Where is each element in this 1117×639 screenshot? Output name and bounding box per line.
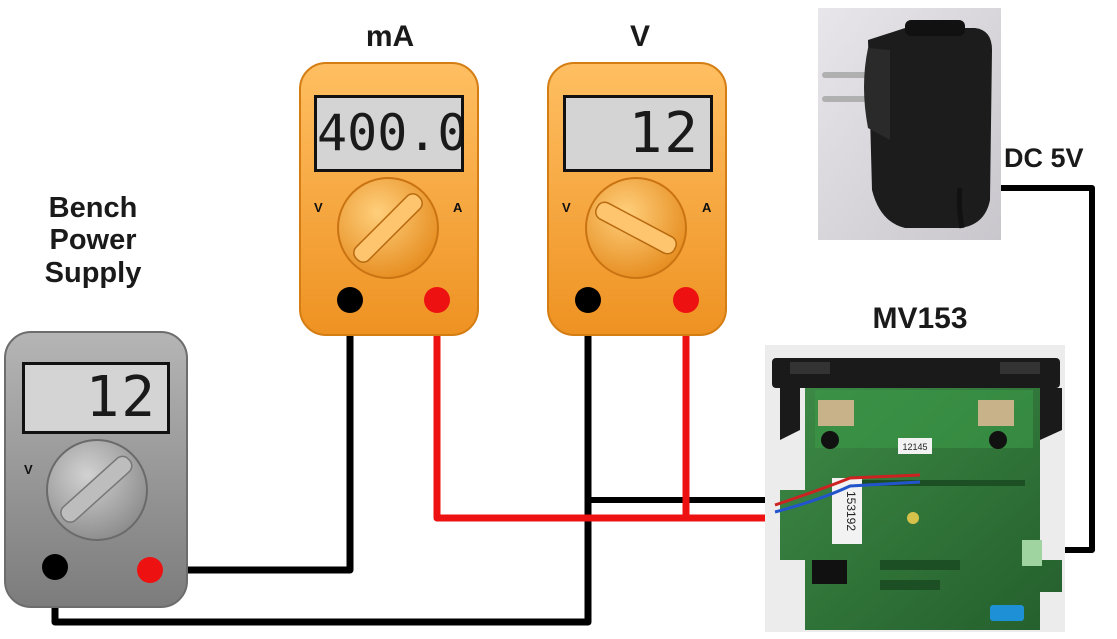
bench-knob xyxy=(46,439,148,541)
v-meter-display: 12 xyxy=(563,95,713,172)
bench-label-line-3: Supply xyxy=(44,256,142,289)
ma-meter-com-terminal xyxy=(337,287,363,313)
board-mounting-bracket xyxy=(772,358,1062,440)
bench-com-terminal xyxy=(42,554,68,580)
ma-meter-knob xyxy=(337,177,439,279)
bench-v-range-label: V xyxy=(24,462,33,477)
board-tag-text: 12145 xyxy=(902,442,927,452)
adapter-label: DC 5V xyxy=(1004,143,1084,173)
board-sticker-text: 153192 xyxy=(844,491,858,531)
black-wire-bench-to-ma xyxy=(150,300,354,574)
board-tag xyxy=(898,438,932,454)
v-meter-a-terminal xyxy=(673,287,699,313)
adapter-plug-pins xyxy=(822,72,870,102)
v-meter-label: V xyxy=(629,20,650,53)
ma-meter-a-range-label: A xyxy=(453,200,463,215)
v-meter-knob xyxy=(585,177,687,279)
board-label: MV153 xyxy=(872,302,968,335)
v-meter-com-terminal xyxy=(575,287,601,313)
adapter-body xyxy=(864,20,992,228)
board-pcb xyxy=(780,388,1062,630)
power-adapter-photo xyxy=(818,8,1001,240)
mv153-board-photo xyxy=(765,345,1065,632)
ma-meter-a-terminal xyxy=(424,287,450,313)
red-wire-ma-to-board xyxy=(433,300,775,522)
bench-display: 12 xyxy=(22,362,170,434)
bench-power-supply-label: Bench Power Supply xyxy=(18,192,168,289)
bench-positive-terminal xyxy=(137,557,163,583)
ma-meter-label: mA xyxy=(365,20,415,53)
ma-meter-display: 400.0 xyxy=(314,95,464,172)
bench-label-line-1: Bench xyxy=(48,192,138,224)
v-meter-a-range-label: A xyxy=(702,200,712,215)
bench-label-line-2: Power xyxy=(49,224,137,257)
v-meter-v-range-label: V xyxy=(562,200,571,215)
ma-meter-v-range-label: V xyxy=(314,200,323,215)
